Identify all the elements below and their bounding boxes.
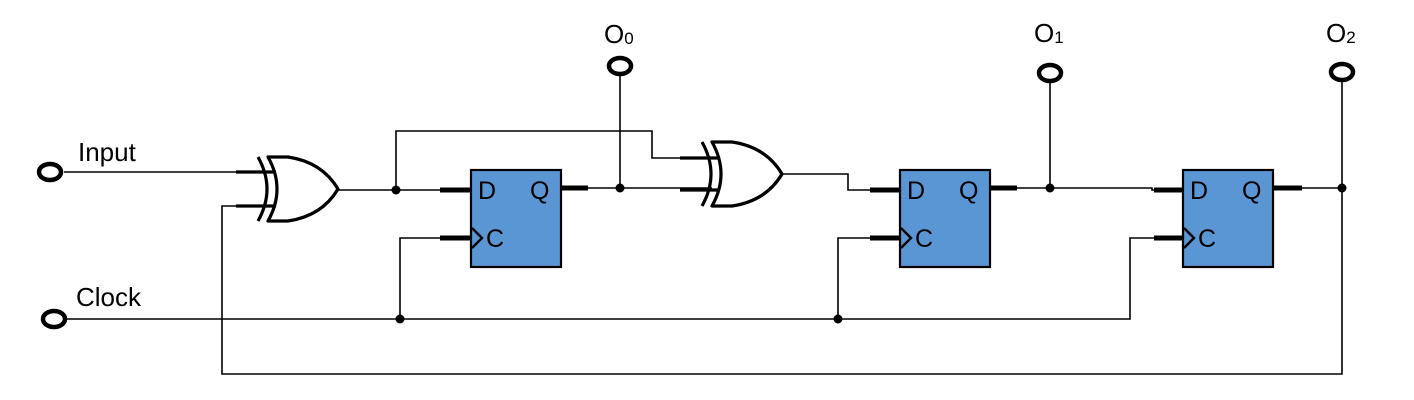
ff-c-label: C [1198, 225, 1216, 253]
flipflop-2: D Q C [870, 168, 1017, 269]
output-o2-terminal [1328, 61, 1356, 83]
ff-d-label: D [478, 177, 496, 205]
output-o0-label: O0 [604, 19, 634, 49]
junction-dot [1337, 183, 1347, 193]
input-terminal [36, 161, 64, 183]
flipflop-1: D Q C [440, 168, 588, 269]
clock-bus-wire [62, 237, 1160, 320]
ff2-to-ff3-wire [1016, 187, 1160, 191]
ff-d-label: D [1190, 177, 1208, 205]
terminals [36, 55, 1356, 330]
flipflop-body [1181, 168, 1275, 269]
junction-dot [615, 183, 625, 193]
junction-dot [391, 185, 401, 195]
ff-c-label: C [486, 225, 504, 253]
output-o0-terminal [606, 55, 634, 77]
junction-dot [1045, 183, 1055, 193]
ff-d-label: D [907, 177, 925, 205]
clock-triangle-icon [471, 227, 484, 249]
ff-q-label: Q [530, 177, 549, 205]
output-o2-label: O2 [1326, 18, 1356, 48]
clock-triangle-icon [900, 227, 913, 249]
clock-ff1-wire [399, 237, 448, 319]
output-o1-terminal [1036, 62, 1064, 84]
input-label: Input [78, 137, 137, 167]
flipflop-body [898, 168, 992, 269]
ff-q-label: Q [1242, 177, 1261, 205]
ff-c-label: C [915, 225, 933, 253]
output-o1-label: O1 [1034, 18, 1064, 48]
clock-ff2-wire [837, 237, 876, 319]
clock-triangle-icon [1183, 227, 1196, 249]
flipflop-body [469, 168, 563, 269]
xor-gate-2 [680, 140, 784, 208]
wires [62, 74, 1343, 375]
junction-dot [395, 314, 405, 324]
ff-q-label: Q [959, 177, 978, 205]
flipflop-3: D Q C [1154, 168, 1302, 269]
clock-terminal [40, 308, 68, 330]
xor1-to-xor2-wire [395, 130, 706, 190]
junction-dot [833, 314, 843, 324]
junctions [391, 183, 1347, 324]
xor2-to-ff2-wire [780, 173, 872, 191]
clock-label: Clock [76, 282, 142, 312]
feedback-wire [221, 188, 1343, 375]
xor-gate-1 [236, 155, 340, 223]
